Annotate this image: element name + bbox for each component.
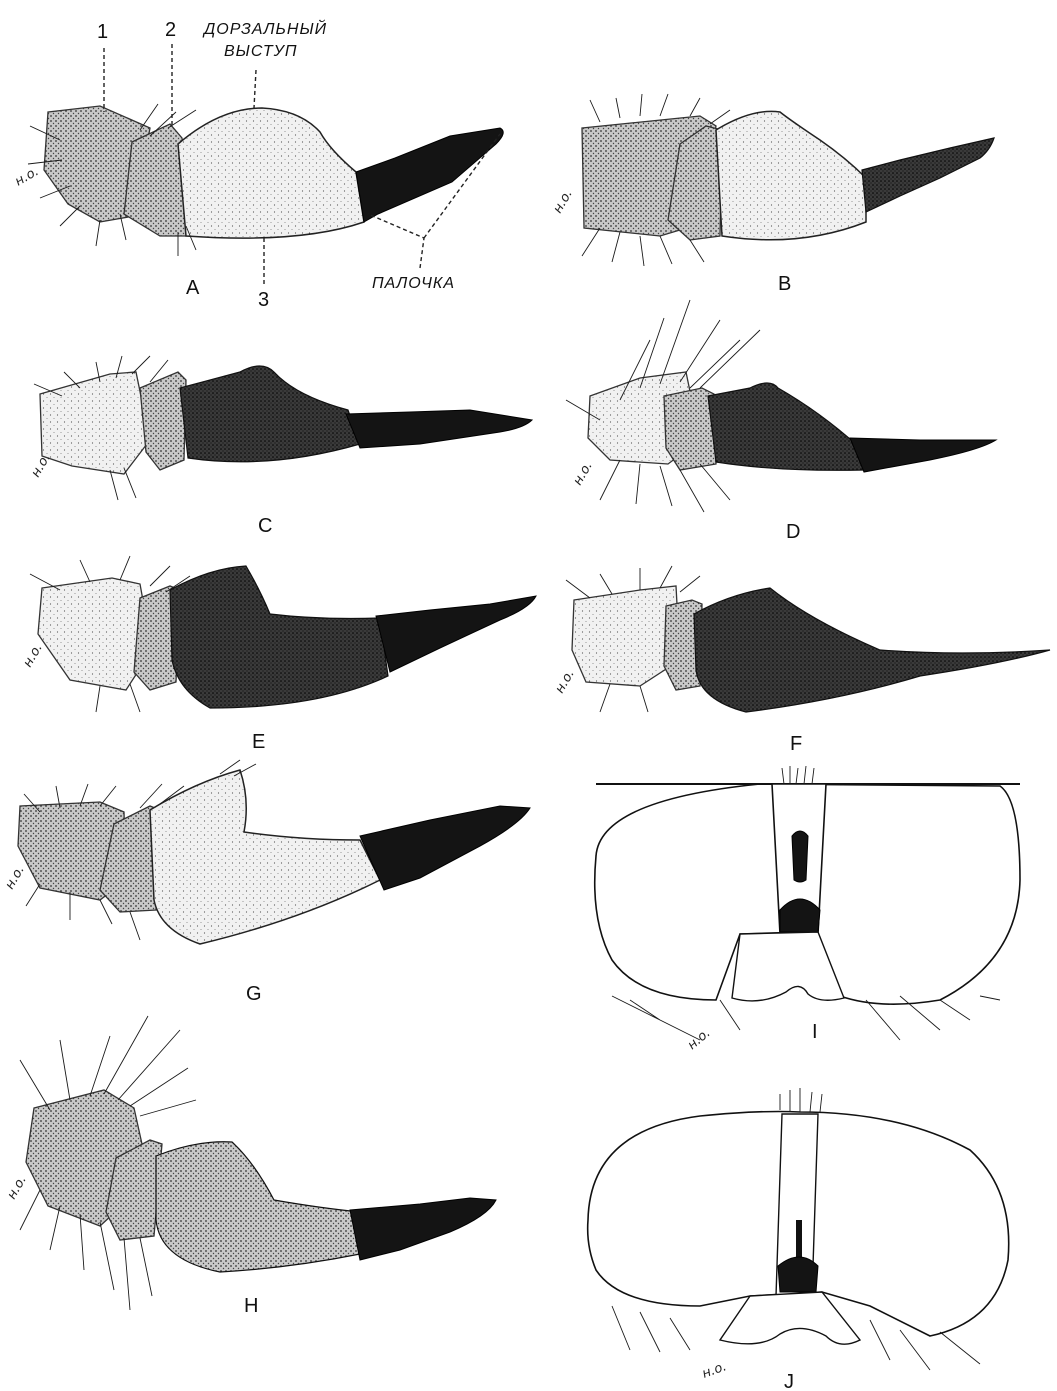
panel-g: н.о. G (2, 760, 530, 1005)
panel-c: н.о. C (28, 356, 532, 537)
abbr-i: н.о. (685, 1026, 714, 1053)
panel-e: н.о. E (20, 556, 536, 753)
panel-b: н.о. B (550, 94, 994, 295)
abbr-a: н.о. (13, 164, 42, 189)
panel-d: н.о. D (566, 300, 996, 543)
abbr-h: н.о. (4, 1173, 29, 1202)
annotation-stylus: ПАЛОЧКА (372, 275, 455, 292)
panel-h: н.о. H (4, 1016, 496, 1317)
panel-label-j: J (784, 1371, 794, 1391)
panel-a: 1 2 ДОРЗАЛЬНЫЙ ВЫСТУП 3 ПАЛОЧКА н.о. A (13, 19, 504, 311)
antenna-e (30, 556, 536, 712)
panel-label-g: G (246, 983, 262, 1005)
antenna-c (34, 356, 532, 500)
annotation-dorsal-line2: ВЫСТУП (224, 43, 297, 60)
abbr-d: н.о. (570, 459, 595, 488)
head-i (595, 766, 1020, 1040)
abbr-e: н.о. (20, 641, 45, 670)
panel-i: н.о. I (595, 766, 1020, 1053)
annotation-3: 3 (258, 289, 269, 311)
antenna-h (20, 1016, 496, 1310)
panel-j: н.о. J (588, 1088, 1009, 1391)
panel-label-e: E (252, 731, 265, 753)
panel-f: н.о. F (552, 566, 1050, 755)
abbr-g: н.о. (2, 863, 27, 892)
annotation-1: 1 (97, 21, 108, 43)
antenna-a (28, 104, 503, 256)
abbr-b: н.о. (550, 187, 575, 216)
antenna-g (18, 760, 530, 944)
antenna-f (566, 566, 1050, 712)
panel-label-c: C (258, 515, 272, 537)
panel-label-i: I (812, 1021, 818, 1043)
leader-dorsal (254, 70, 256, 108)
panel-label-f: F (790, 733, 802, 755)
head-j (588, 1088, 1009, 1370)
abbr-j: н.о. (700, 1359, 728, 1382)
panel-label-a: A (186, 277, 200, 299)
panel-label-d: D (786, 521, 800, 543)
antenna-d (566, 300, 996, 512)
panel-label-h: H (244, 1295, 258, 1317)
annotation-dorsal-line1: ДОРЗАЛЬНЫЙ (202, 19, 327, 38)
abbr-f: н.о. (552, 667, 577, 696)
antenna-b (582, 94, 994, 266)
annotation-2: 2 (165, 19, 176, 41)
panel-label-b: B (778, 273, 791, 295)
